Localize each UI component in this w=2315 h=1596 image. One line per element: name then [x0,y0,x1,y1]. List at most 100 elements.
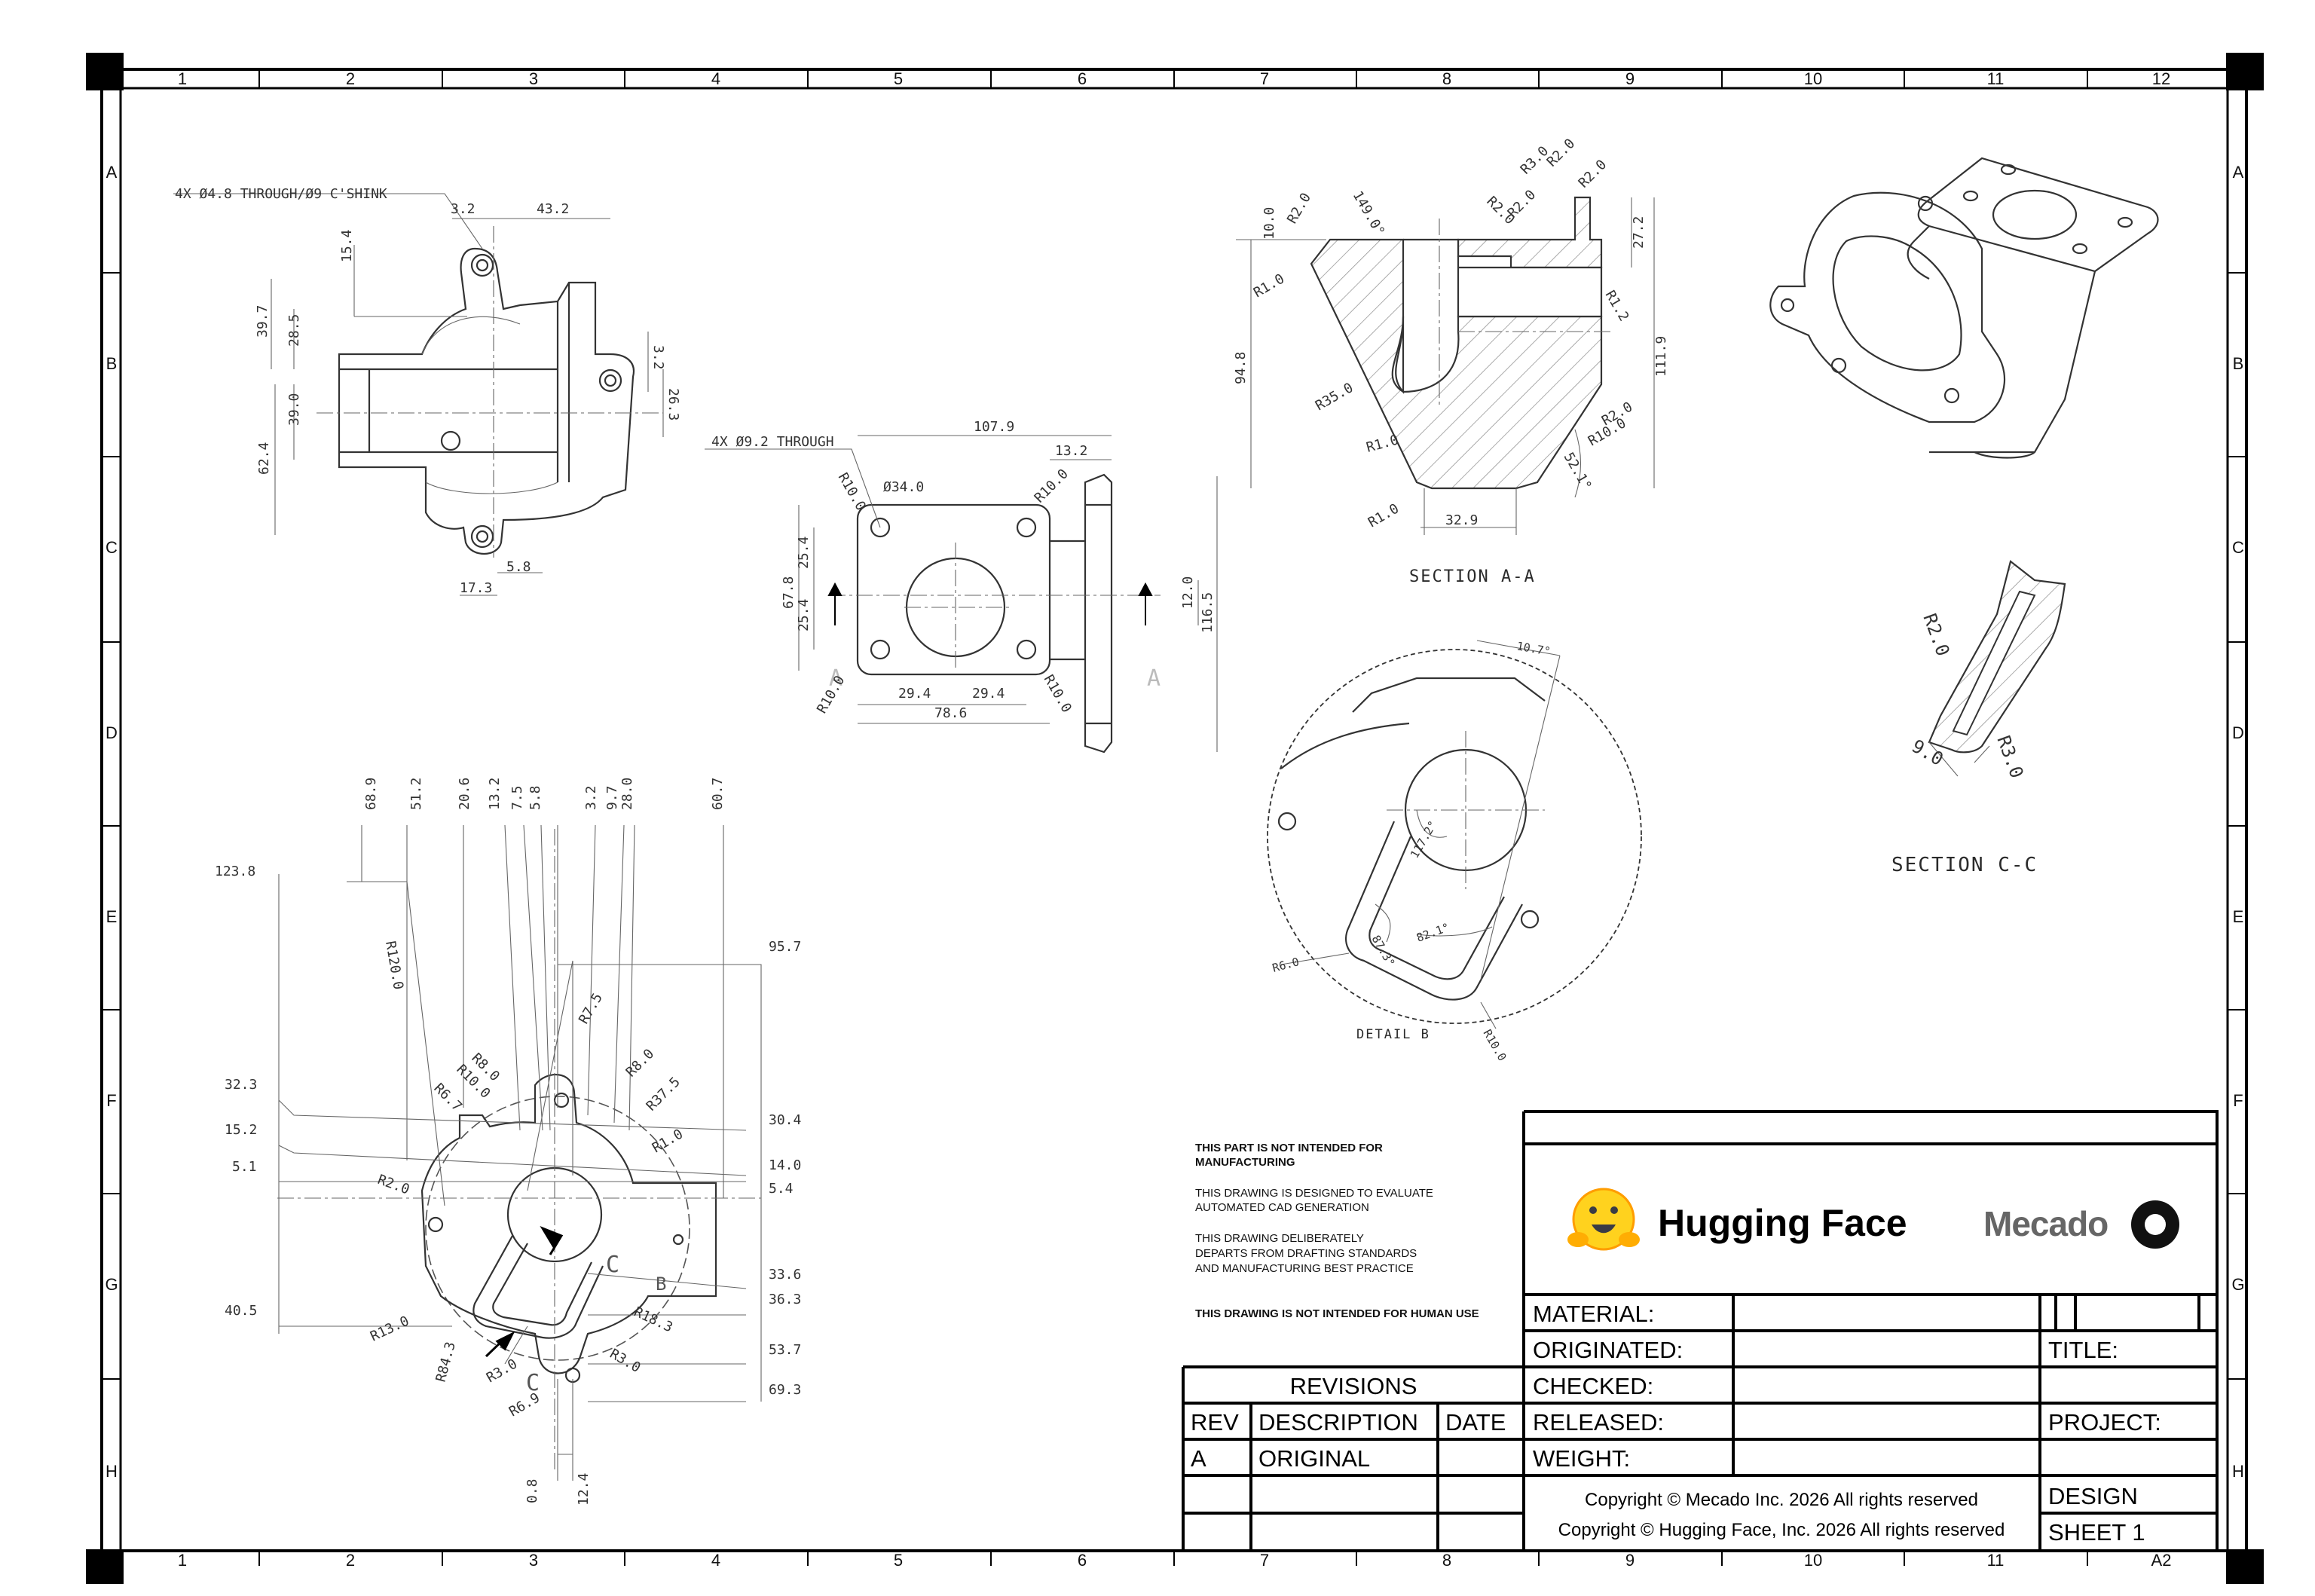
isometric-view [1769,157,2159,459]
zone-row-label: D [2232,723,2244,742]
dim-flange: 78.6 [934,705,967,721]
zone-row-label: B [2233,354,2244,373]
label-checked: CHECKED: [1533,1373,1653,1399]
hf-eye-left [1589,1206,1597,1214]
zone-col-label: 3 [529,69,538,88]
dim-flange: R10.0 [814,673,848,716]
dim-bottom: R37.5 [644,1074,683,1114]
note-line: AND MANUFACTURING BEST PRACTICE [1195,1262,1414,1275]
section-aa-body [1310,238,1603,490]
dim-bottom: 95.7 [769,939,801,955]
dim-bottom: 68.9 [363,778,379,810]
dim-flange: 25.4 [796,537,812,569]
section-aa-label: SECTION A-A [1409,567,1536,586]
zone-col-label: 6 [1078,1551,1087,1570]
zone-col-label: 10 [1804,69,1822,88]
flange-side [1050,473,1113,754]
zone-col-label: 1 [178,69,187,88]
dim-flange: 25.4 [796,599,812,631]
dim-section-cc: R2.0 [1919,610,1953,659]
dim-bottom: 30.4 [769,1112,801,1128]
dim-flange: 116.5 [1200,592,1216,633]
dim-flange: 29.4 [972,686,1005,702]
zone-col-label: 7 [1260,1551,1269,1570]
label-title: TITLE: [2048,1337,2118,1363]
hugging-face-icon [1572,1188,1635,1251]
iso-body [1907,225,2096,459]
dim-top: 3.2 [451,201,476,217]
mecado-wordmark: Mecado [1983,1204,2108,1243]
dim-flange: 29.4 [898,686,931,702]
dim-bottom: 20.6 [457,778,472,810]
note-line: THIS PART IS NOT INTENDED FOR [1195,1142,1383,1154]
section-cc-dimlines [1928,741,1990,777]
dim-flange: Ø34.0 [883,479,924,495]
drawing-notes: THIS PART IS NOT INTENDED FOR MANUFACTUR… [1195,1142,1479,1320]
zone-col-label: A2 [2151,1551,2172,1570]
zone-col-label: 9 [1625,1551,1635,1570]
corner-mark-tr [2226,53,2264,90]
note-line: THIS DRAWING IS DESIGNED TO EVALUATE [1195,1187,1433,1200]
revisions-col-description: DESCRIPTION [1258,1409,1418,1435]
callout-top-holes: 4X Ø4.8 THROUGH/Ø9 C'SHINK [175,186,387,202]
dim-bottom: 36.3 [769,1292,801,1307]
dim-top: 3.2 [650,345,666,370]
zone-row-label: E [2233,907,2244,926]
drawing-frame [86,53,2264,1584]
zone-row-label: B [106,354,118,373]
hf-hand-right [1619,1232,1640,1247]
flange-view: A A 4X Ø9.2 THROUGH 107.9 13.2 R10.0 Ø34… [705,419,1218,754]
zone-row-label: H [106,1462,118,1481]
top-view: 4X Ø4.8 THROUGH/Ø9 C'SHINK 3.2 43.2 15.4… [173,186,681,596]
zone-col-label: 8 [1442,69,1451,88]
mecado-logo: Mecado [1983,1200,2179,1249]
dim-detail-b: R10.0 [1481,1027,1509,1063]
dim-bottom: 5.1 [232,1159,257,1175]
note-line: AUTOMATED CAD GENERATION [1195,1201,1369,1214]
dim-bottom: R3.0 [484,1356,520,1386]
dim-flange: 107.9 [974,419,1014,435]
flange-plate [856,503,1051,676]
dim-bottom: 69.3 [769,1382,801,1398]
top-hole-1 [470,253,494,277]
zone-row-labels: A B C D E F G H A B C D E F G H [105,163,2244,1481]
detail-b-view: 10.7° 117.2° 87.3° 82.1° R6.0 R10.0 DETA… [1267,639,1642,1063]
dim-bottom: 123.8 [215,864,255,879]
revision-rev: A [1191,1445,1206,1472]
iso-hole-3 [2117,216,2133,228]
bottom-view-dimlines [278,824,762,1481]
zone-col-label: 5 [894,69,903,88]
zone-row-label: D [106,723,118,742]
detail-b-label: DETAIL B [1356,1027,1430,1042]
detail-b-dimlines [1280,640,1561,1029]
dim-flange: 67.8 [781,576,797,609]
zone-col-label: 1 [178,1551,187,1570]
revisions-col-date: DATE [1445,1409,1506,1435]
note-line: THIS DRAWING IS NOT INTENDED FOR HUMAN U… [1195,1307,1479,1320]
zone-row-label: A [106,163,118,182]
note-line: DEPARTS FROM DRAFTING STANDARDS [1195,1247,1417,1260]
dim-bottom: 15.2 [225,1122,257,1138]
revisions-col-rev: REV [1191,1409,1239,1435]
dim-bottom: 32.3 [225,1077,257,1093]
zone-col-label: 4 [711,1551,720,1570]
iso-boss-4 [1943,387,1960,404]
label-design: DESIGN [2048,1483,2138,1509]
detail-b-boundary [1267,649,1642,1024]
zone-row-label: C [106,538,118,557]
top-hole-3 [440,430,461,451]
dim-bottom: R7.5 [576,990,606,1026]
dim-bottom: 40.5 [225,1303,257,1319]
mecado-icon-inner [2145,1214,2166,1235]
dim-bottom: R13.0 [368,1313,411,1345]
section-aa-top [1457,196,1603,269]
zone-col-label: 2 [346,69,355,88]
corner-mark-br [2226,1549,2264,1584]
iso-hole-1 [1962,190,1979,202]
dim-detail-b: 10.7° [1515,639,1552,659]
dim-flange: R10.0 [1041,672,1075,715]
hugging-face-logo: Hugging Face [1567,1188,1907,1251]
hf-mouth [1592,1225,1616,1234]
dim-detail-b: R6.0 [1271,955,1301,975]
